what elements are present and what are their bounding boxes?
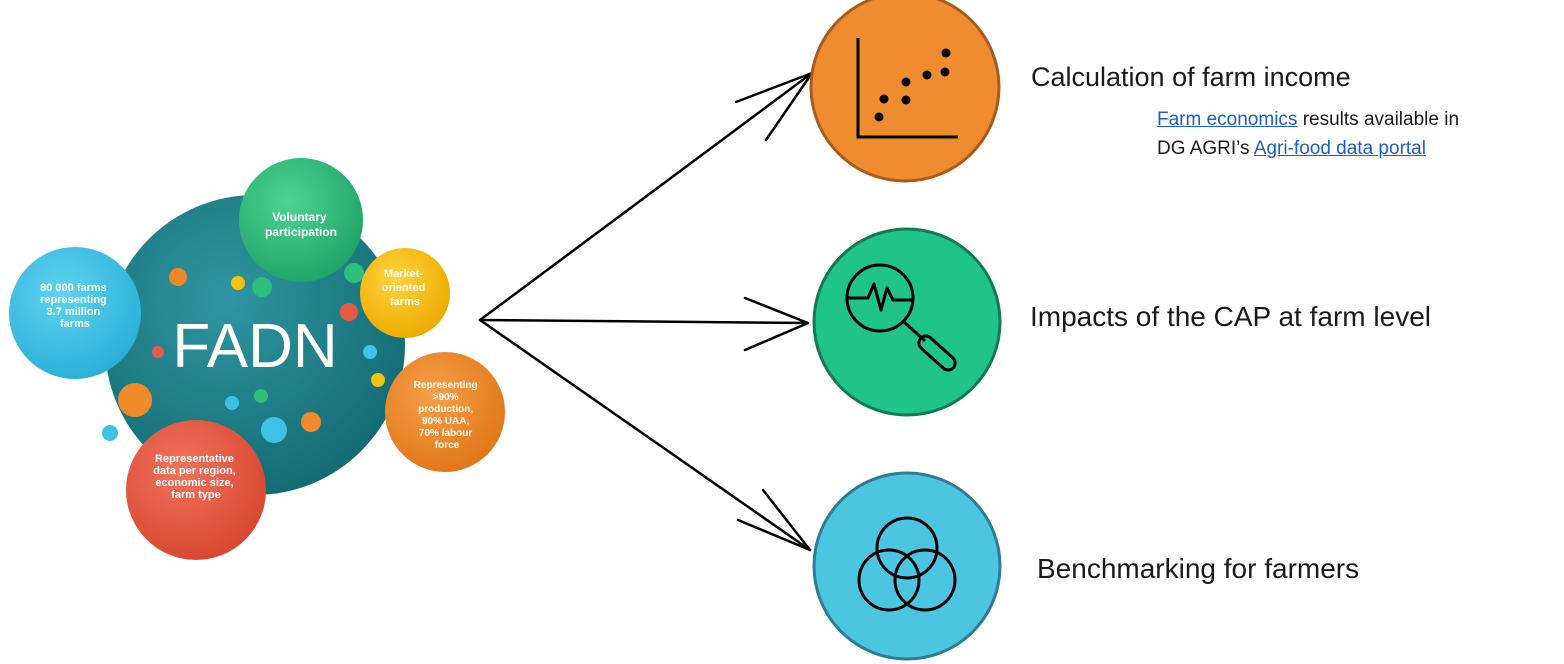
agri-food-portal-link[interactable]: Agri-food data portal (1253, 138, 1426, 159)
dot-red-1 (340, 303, 358, 321)
scatter-plot-icon (856, 38, 958, 139)
dot-yellow-3 (371, 373, 385, 387)
impacts-circle (812, 227, 1002, 417)
dot-orange-1 (169, 268, 187, 286)
income-note-text-2: DG AGRI’s (1157, 138, 1254, 159)
dot-green-3 (254, 389, 268, 403)
dot-blue-4 (102, 425, 118, 441)
income-circle (809, 0, 1001, 183)
dot-yellow-1 (231, 276, 245, 290)
bubble-representing-text: Representing >90% production, 90% UAA, 7… (414, 380, 481, 451)
dot-green-2 (344, 263, 364, 283)
income-note-line-1: Farm economics results available in (1157, 105, 1459, 134)
farm-economics-link[interactable]: Farm economics (1157, 109, 1298, 130)
benchmarking-node (812, 471, 1002, 661)
income-note-text-1: results available in (1297, 109, 1460, 130)
bubble-farms-text: 80 000 farms representing 3.7 million fa… (40, 282, 110, 330)
impacts-node (812, 227, 1002, 417)
dot-orange-3 (301, 412, 321, 432)
income-node (809, 0, 1001, 183)
bubble-market (360, 248, 450, 338)
fadn-cluster: FADN 80 000 farms representing 3.7 milli… (9, 158, 505, 560)
bubble-representative-text: Representative data per region, economic… (153, 453, 239, 501)
bubble-representing (385, 352, 505, 472)
arrow-to-income (478, 71, 814, 322)
arrow-to-benchmarking (478, 318, 812, 552)
arrow-to-impacts (478, 296, 810, 352)
income-note-line-2: DG AGRI’s Agri-food data portal (1157, 134, 1459, 163)
dot-blue-2 (225, 396, 239, 410)
arrows (478, 71, 814, 552)
impacts-title: Impacts of the CAP at farm level (1030, 301, 1431, 332)
income-title: Calculation of farm income (1031, 62, 1351, 92)
bubble-voluntary (239, 158, 363, 282)
dot-green-1 (252, 277, 272, 297)
venn-diagram-icon (857, 516, 957, 612)
bubble-farms (9, 247, 141, 379)
fadn-title: FADN (172, 312, 337, 381)
dot-orange-2 (118, 383, 152, 417)
dot-red-2 (152, 346, 164, 358)
dot-blue-3 (261, 417, 287, 443)
income-note: Farm economics results available in DG A… (1157, 105, 1459, 163)
magnifier-heartbeat-icon (845, 263, 957, 372)
bubble-representative (126, 420, 266, 560)
benchmarking-title: Benchmarking for farmers (1037, 553, 1360, 584)
bubble-voluntary-text: Voluntary participation (265, 210, 337, 239)
dot-blue-1 (363, 345, 377, 359)
bubble-market-text: Market- oriented farms (382, 268, 428, 308)
benchmarking-circle (812, 471, 1002, 661)
